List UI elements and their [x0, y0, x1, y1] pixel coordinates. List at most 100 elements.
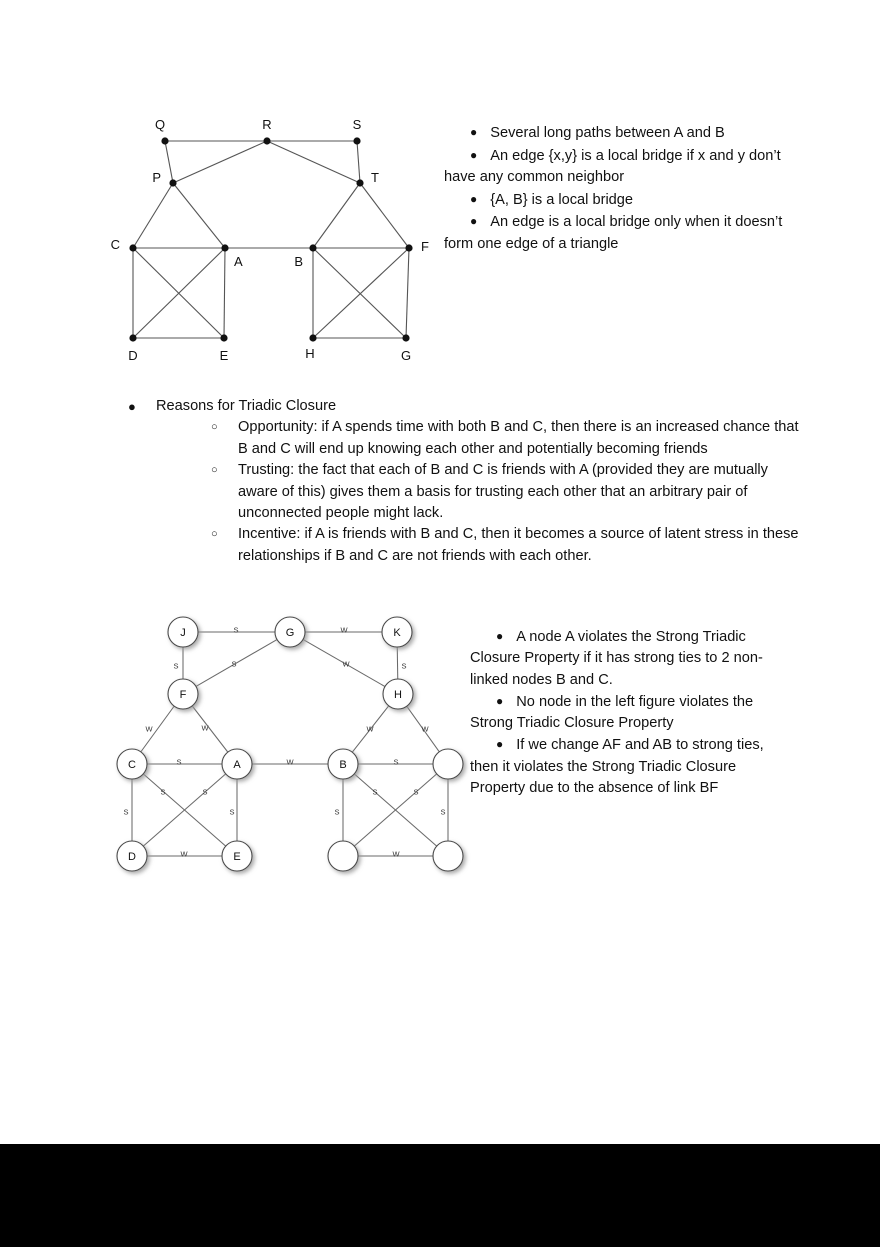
graph-node-label: S	[353, 117, 362, 132]
bullet-text: If we change AF and AB to strong ties, t…	[470, 737, 764, 797]
bullet-dot-icon: ●	[496, 693, 504, 708]
tie-node-label: K	[393, 627, 401, 639]
graph-node-label: G	[401, 348, 411, 363]
graph-node-label: R	[262, 117, 271, 132]
graph-node	[161, 137, 169, 145]
tie-node-label: E	[233, 851, 240, 863]
graph-node-label: D	[128, 348, 137, 363]
graph-edge	[312, 247, 407, 339]
bullet-text: An edge {x,y} is a local bridge if x and…	[444, 147, 781, 186]
graph-node	[263, 137, 271, 145]
graph-edge	[172, 182, 226, 249]
outline-item-heading: ● Reasons for Triadic Closure ○ Opportun…	[124, 396, 804, 567]
outline-subitem: ○ Trusting: the fact that each of B and …	[207, 460, 804, 524]
graph-node	[309, 334, 317, 342]
tie-strength-label: S	[123, 808, 128, 817]
bullet-dot-icon: ●	[496, 737, 504, 752]
bullet-circle-icon: ○	[211, 464, 218, 477]
graph-edge	[266, 140, 361, 184]
tie-edge	[351, 705, 390, 753]
tie-node	[274, 616, 306, 648]
tie-strength-label: S	[440, 808, 445, 817]
tie-node	[327, 748, 359, 780]
graph-edge	[405, 247, 410, 339]
tie-strength-label: S	[160, 788, 165, 797]
tie-node	[116, 748, 148, 780]
graph-edge	[356, 140, 361, 184]
tie-strength-label: S	[231, 660, 236, 669]
outline-subitem: ○ Incentive: if A is friends with B and …	[207, 524, 804, 567]
outline-list: ● Reasons for Triadic Closure ○ Opportun…	[124, 396, 804, 567]
tie-node-label: F	[180, 689, 187, 701]
bullet-item: ●An edge is a local bridge only when it …	[444, 211, 784, 255]
outline-subitem-text: Trusting: the fact that each of B and C …	[238, 462, 768, 522]
tie-strength-label: S	[233, 626, 238, 635]
graph-node	[353, 137, 361, 145]
graph-edge	[132, 247, 226, 339]
notes-triadic-closure: ● Reasons for Triadic Closure ○ Opportun…	[124, 396, 804, 568]
bullet-dot-icon: ●	[470, 125, 478, 139]
bullet-dot-icon: ●	[470, 214, 478, 228]
tie-node-unlabeled	[432, 748, 464, 780]
graph-node-label: E	[220, 348, 229, 363]
graph-node	[356, 179, 364, 187]
tie-edge	[353, 773, 438, 847]
graph-node-label: P	[152, 170, 161, 185]
bullet-dot-icon: ●	[470, 191, 478, 206]
page-bottom-black-band	[0, 1144, 880, 1247]
graph-node	[405, 244, 413, 252]
graph-node-label: H	[305, 346, 314, 361]
bullet-item: ●{A, B} is a local bridge	[444, 189, 784, 212]
tie-strength-label: S	[393, 758, 398, 767]
tie-edge	[142, 773, 227, 847]
tie-node-label: G	[286, 627, 295, 639]
outline-sublist: ○ Opportunity: if A spends time with bot…	[207, 417, 804, 567]
graph-node	[309, 244, 317, 252]
tie-strength-label: W	[366, 725, 374, 734]
tie-strength-label: W	[392, 850, 400, 859]
notes-local-bridge: ●Several long paths between A and B ●An …	[444, 122, 784, 255]
tie-strength-label: S	[372, 788, 377, 797]
tie-edge	[396, 646, 399, 680]
tie-strength-label: S	[173, 662, 178, 671]
local-bridge-nodes	[129, 137, 413, 342]
tie-strength-label: S	[202, 788, 207, 797]
tie-node-label: D	[128, 851, 136, 863]
graph-node-label: T	[371, 170, 379, 185]
tie-node	[382, 678, 414, 710]
graph-node	[129, 334, 137, 342]
outline-subitem-text: Incentive: if A is friends with B and C,…	[238, 526, 799, 564]
tie-strength-label: S	[334, 808, 339, 817]
bullet-item: ●If we change AF and AB to strong ties, …	[470, 734, 782, 799]
tie-strength-label: S	[413, 788, 418, 797]
outline-subitem-text: Opportunity: if A spends time with both …	[238, 419, 799, 457]
graph-node	[402, 334, 410, 342]
graph-edge	[359, 182, 410, 249]
bullet-dot-icon: ●	[128, 399, 136, 414]
graph-edge	[312, 247, 410, 339]
graph-node	[169, 179, 177, 187]
tie-strength-label: W	[342, 660, 350, 669]
graph-node-label: F	[421, 239, 429, 254]
graph-edge	[164, 140, 174, 184]
bullet-text: No node in the left figure violates the …	[470, 693, 754, 732]
graph-edge	[132, 182, 174, 249]
tie-node-label: H	[394, 689, 402, 701]
graph-node	[129, 244, 137, 252]
bullet-item: ●An edge {x,y} is a local bridge if x an…	[444, 145, 784, 189]
tie-node	[221, 840, 253, 872]
notes-strong-triadic-closure: ●A node A violates the Strong Triadic Cl…	[470, 626, 782, 799]
bullet-item: ●A node A violates the Strong Triadic Cl…	[470, 626, 782, 691]
tie-strength-label: W	[340, 626, 348, 635]
bullet-text: An edge is a local bridge only when it d…	[444, 214, 783, 252]
graph-node	[221, 244, 229, 252]
tie-edge	[406, 705, 440, 753]
graph-node-label: A	[234, 254, 243, 269]
